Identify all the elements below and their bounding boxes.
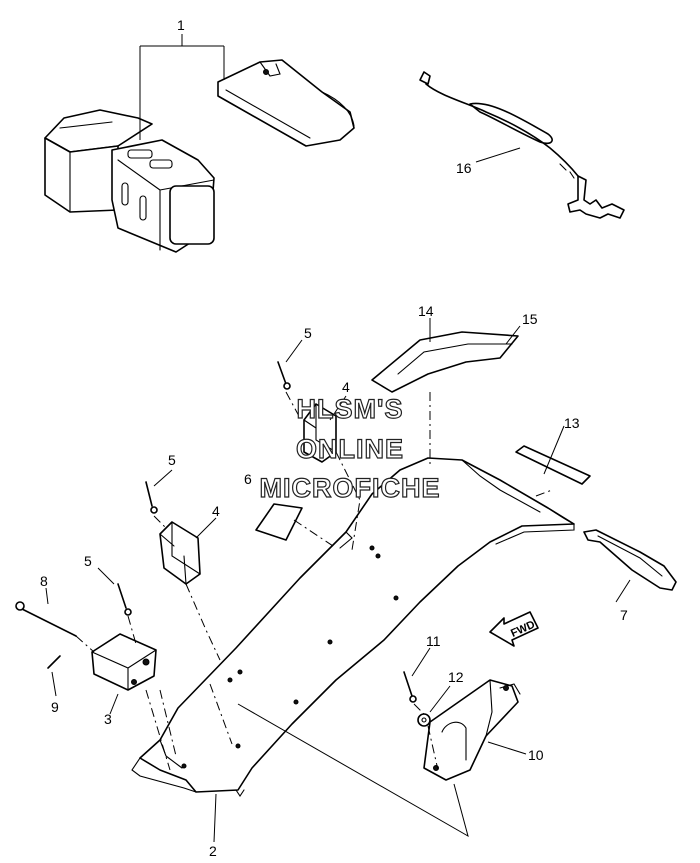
watermark-line-2: ONLINE	[296, 434, 404, 464]
fastener-pin-9	[47, 655, 61, 669]
callout-5-mid: 5	[168, 452, 176, 468]
callout-15: 15	[522, 311, 538, 327]
part-4-bracket-lower	[159, 521, 201, 585]
part-1-cover	[44, 59, 355, 253]
watermark-line-3: MICROFICHE	[260, 473, 441, 503]
part-13-strip	[515, 445, 591, 485]
part-14-15-decal	[371, 331, 519, 393]
watermark-line-1: HLSM'S	[297, 394, 404, 424]
fastener-screw-5-top	[277, 361, 291, 390]
part-7-hook	[583, 529, 677, 591]
callout-10: 10	[528, 747, 544, 763]
fastener-screw-5-mid	[145, 481, 158, 514]
part-10-clip	[423, 679, 521, 781]
fastener-screw-5-low	[117, 583, 132, 616]
callout-4-lower: 4	[212, 503, 220, 519]
part-6-pad	[255, 503, 303, 541]
part-16-cable	[419, 71, 625, 219]
callout-1: 1	[177, 17, 185, 33]
callout-2: 2	[209, 843, 217, 859]
watermark: HLSM'S ONLINE MICROFICHE	[259, 393, 441, 503]
fastener-screw-11	[403, 671, 417, 703]
callout-5-low: 5	[84, 553, 92, 569]
callout-4-upper: 4	[342, 379, 350, 395]
part-3-mount	[91, 633, 157, 691]
callout-3: 3	[104, 711, 112, 727]
callout-7: 7	[620, 607, 628, 623]
leader-lines	[45, 34, 631, 843]
callout-12: 12	[448, 669, 464, 685]
callout-16: 16	[456, 160, 472, 176]
callout-9: 9	[51, 699, 59, 715]
fastener-washer-12	[417, 713, 431, 727]
fastener-bolt-8	[15, 601, 77, 637]
fwd-arrow: FWD	[489, 611, 539, 647]
callout-13: 13	[564, 415, 580, 431]
part-2-fender	[131, 457, 575, 797]
callout-8: 8	[40, 573, 48, 589]
callout-11: 11	[426, 633, 441, 649]
callout-labels: 1 16 14 15 5 4 13 5 6 4 5 8 7 11 12 9 3 …	[40, 17, 628, 859]
callout-6: 6	[244, 471, 252, 487]
assembly-lines	[75, 391, 553, 771]
callout-5-top: 5	[304, 325, 312, 341]
callout-14: 14	[418, 303, 434, 319]
